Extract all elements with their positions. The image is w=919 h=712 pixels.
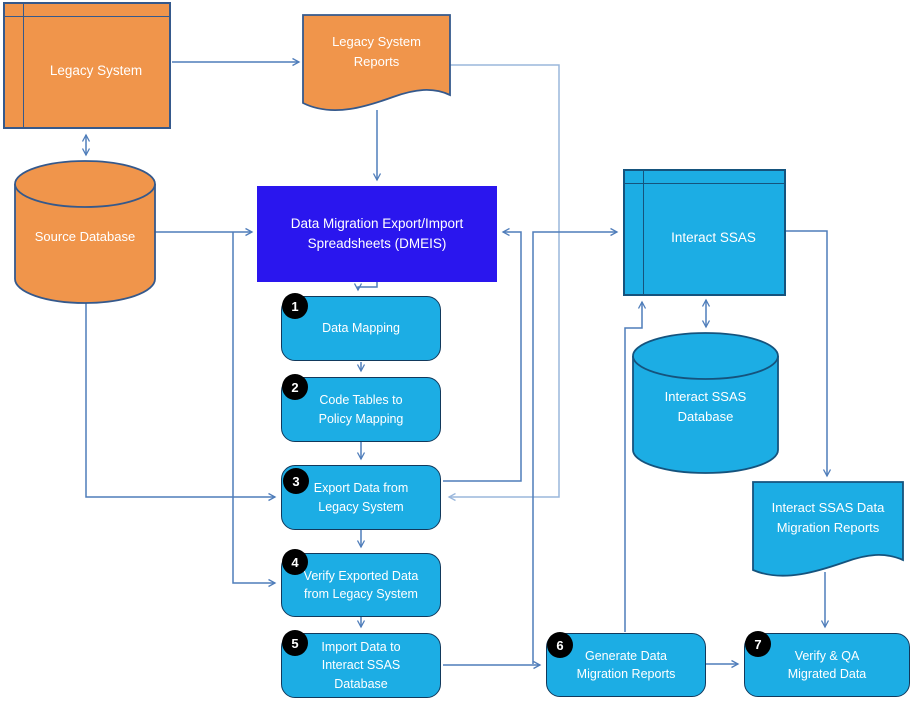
connector-interact-ssas-to-reports bbox=[786, 230, 832, 478]
connector-source-db-to-step3 bbox=[85, 301, 277, 502]
dmeis-label: Data Migration Export/Import Spreadsheet… bbox=[290, 215, 464, 251]
node-step-7-verify-qa: Verify & QA Migrated Data bbox=[744, 633, 910, 697]
step-2-badge: 2 bbox=[282, 374, 308, 400]
step-4-badge: 4 bbox=[282, 549, 308, 575]
connector-step6-to-interact-ssas bbox=[624, 300, 647, 632]
interact-ssas-database-cylinder bbox=[632, 332, 779, 474]
step-label: Verify Exported Data from Legacy System bbox=[303, 568, 419, 601]
step-3-badge: 3 bbox=[283, 468, 309, 494]
step-6-badge: 6 bbox=[547, 632, 573, 658]
interact-ssas-reports-document bbox=[752, 481, 904, 577]
interact-ssas-label: Interact SSAS bbox=[671, 230, 756, 245]
source-database-label: Source Database bbox=[34, 229, 136, 244]
window-header-bar bbox=[5, 16, 169, 17]
step-label: Data Mapping bbox=[322, 321, 400, 336]
connector-dmeis-to-step1 bbox=[353, 281, 378, 292]
connector-source-db-to-step4 bbox=[232, 232, 277, 588]
step-label: Generate Data Migration Reports bbox=[576, 648, 676, 681]
connector-reports-to-step3 bbox=[447, 64, 560, 502]
step-label: Verify & QA Migrated Data bbox=[787, 648, 867, 681]
legacy-system-label: Legacy System bbox=[49, 63, 143, 78]
window-side-bar bbox=[23, 4, 24, 127]
legacy-system-reports-document bbox=[302, 14, 451, 111]
node-step-5-import-data: Import Data to Interact SSAS Database bbox=[281, 633, 441, 698]
step-label: Export Data from Legacy System bbox=[313, 481, 409, 514]
step-1-badge: 1 bbox=[282, 293, 308, 319]
step-7-badge: 7 bbox=[745, 631, 771, 657]
interact-ssas-database-label: Interact SSAS Database bbox=[664, 389, 747, 424]
legacy-system-reports-label: Legacy System Reports bbox=[332, 34, 421, 69]
step-label: Code Tables to Policy Mapping bbox=[318, 393, 404, 426]
interact-ssas-reports-label: Interact SSAS Data Migration Reports bbox=[771, 500, 885, 535]
node-legacy-system: Legacy System bbox=[3, 2, 171, 129]
node-interact-ssas: Interact SSAS bbox=[623, 169, 786, 296]
node-dmeis: Data Migration Export/Import Spreadsheet… bbox=[257, 186, 497, 282]
window-header-bar bbox=[625, 183, 784, 184]
step-label: Import Data to Interact SSAS Database bbox=[321, 640, 401, 691]
connector-step3-to-dmeis bbox=[443, 227, 522, 482]
step-5-badge: 5 bbox=[282, 630, 308, 656]
source-database-cylinder bbox=[14, 160, 156, 304]
window-side-bar bbox=[643, 171, 644, 294]
connector-step5-to-interact-ssas bbox=[532, 227, 619, 664]
